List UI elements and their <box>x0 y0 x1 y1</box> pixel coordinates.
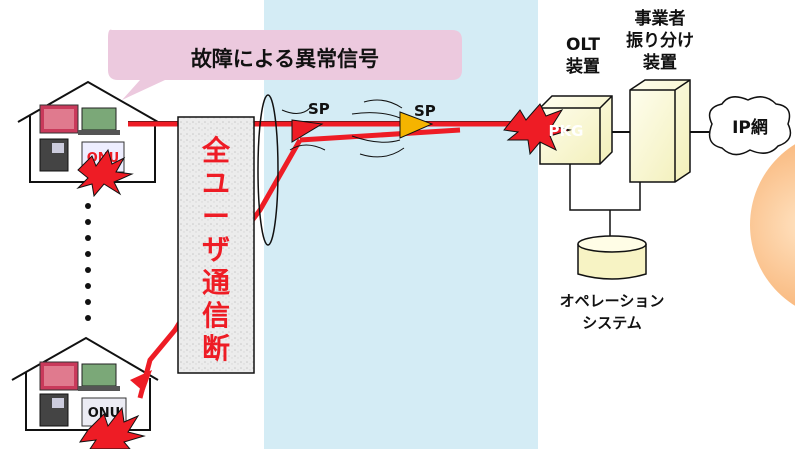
outage-banner: 全ユーザ通信断 <box>177 116 255 374</box>
splitter-2: SP <box>351 99 436 158</box>
dispatch-device: 事業者 振り分け 装置 <box>626 8 694 183</box>
ip-label: IP網 <box>732 117 768 138</box>
splitter-1: SP <box>257 94 330 246</box>
ip-network-cloud: IP網 <box>708 96 792 156</box>
olt-label-line1: OLT <box>566 35 600 55</box>
splitter-label-2: SP <box>414 102 436 120</box>
outage-char: 全 <box>201 134 231 167</box>
house-bottom: ONU <box>11 336 159 449</box>
alarm-callout-text: 故障による異常信号 <box>191 47 379 71</box>
customer-network-circle <box>750 144 795 306</box>
ellipsis-dots <box>85 203 91 321</box>
operation-system: オペレーション システム <box>560 164 665 332</box>
dispatch-label-line2: 振り分け <box>626 30 694 51</box>
outage-char: ー <box>202 200 230 233</box>
alarm-callout: 故障による異常信号 <box>108 29 462 101</box>
pkg-label: PKG <box>549 122 584 140</box>
outage-char: 信 <box>202 299 230 332</box>
house-top: ONU <box>17 80 159 198</box>
outage-char: 断 <box>202 332 230 365</box>
outage-char: ユ <box>202 167 230 200</box>
outage-text: 全ユーザ通信断 <box>201 134 231 365</box>
dispatch-label-line3: 装置 <box>642 52 677 73</box>
laptop-icon <box>81 107 117 131</box>
splitter-label-1: SP <box>308 100 330 118</box>
outage-char: ザ <box>202 233 230 266</box>
olt-device: OLT 装置 PKG <box>503 35 613 165</box>
ops-label-line2: システム <box>582 314 642 332</box>
ops-label-line1: オペレーション <box>560 292 665 310</box>
olt-label-line2: 装置 <box>565 56 600 77</box>
outage-char: 通 <box>202 266 230 299</box>
dispatch-label-line1: 事業者 <box>635 8 686 29</box>
